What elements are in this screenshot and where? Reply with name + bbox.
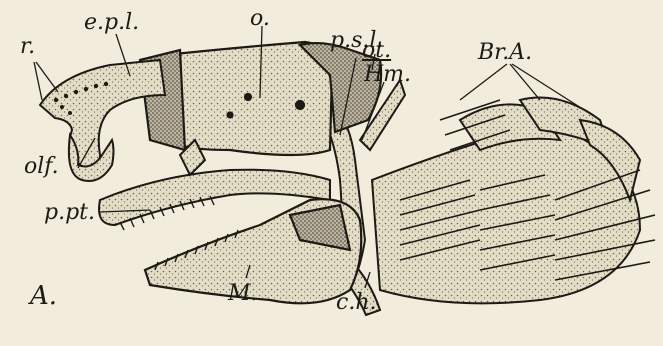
snout [40, 60, 165, 181]
label-hm: Hm. [364, 64, 411, 86]
label-ppt: p.pt. [44, 202, 95, 224]
label-ot: ot. [362, 40, 391, 62]
gill-arches [372, 98, 640, 304]
label-epl: e.p.l. [84, 12, 139, 34]
label-m: M. [228, 283, 258, 305]
label-o: o. [250, 8, 270, 30]
label-bra: Br.A. [478, 42, 532, 64]
label-ch: c.h. [336, 292, 376, 314]
label-r: r. [20, 36, 35, 58]
panel-letter: A. [30, 283, 57, 309]
label-olf: olf. [24, 156, 59, 178]
